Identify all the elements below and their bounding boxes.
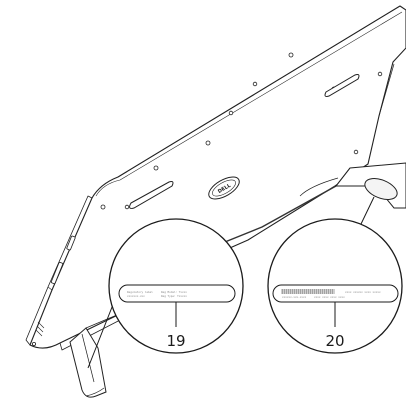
service-tag-line2-left: xxxxxx-xxx-xxxx [282, 295, 307, 299]
vent-slot-right [324, 74, 360, 97]
power-button [50, 261, 64, 285]
port-icon [32, 341, 37, 346]
callout-19: Regulatory label Reg Model: Txxxx xxxxxx… [87, 218, 244, 369]
side-controls [32, 235, 76, 346]
speaker-grille [35, 321, 45, 337]
barcode-icon [281, 289, 335, 294]
regulatory-label-line1-left: Regulatory label [127, 290, 153, 294]
vent-slots [129, 74, 360, 209]
kickstand-right-slot [364, 178, 398, 200]
regulatory-label-line2-left: xxxxxxx-xxx [127, 294, 145, 298]
callout-20-number: 20 [325, 332, 344, 350]
callout-19-number: 19 [166, 332, 185, 350]
service-tag-line2-right: xxxx xxxx xxxx xxxx [314, 295, 345, 299]
regulatory-label-line2-right: Reg Type: Txxxxx [161, 294, 187, 298]
regulatory-label [118, 284, 236, 303]
dell-logo: DELL [208, 176, 240, 200]
volume-button [66, 235, 76, 251]
regulatory-label-line1-right: Reg Model: Txxxx [161, 290, 187, 294]
service-tag-line1-right: xxxx xxxxxx xxxx xxxxx [345, 290, 381, 294]
callout-20: xxxx xxxxxx xxxx xxxxx xxxxxx-xxx-xxxx x… [267, 196, 403, 354]
vent-slot-left [129, 181, 174, 209]
kickstand-right [299, 162, 406, 209]
